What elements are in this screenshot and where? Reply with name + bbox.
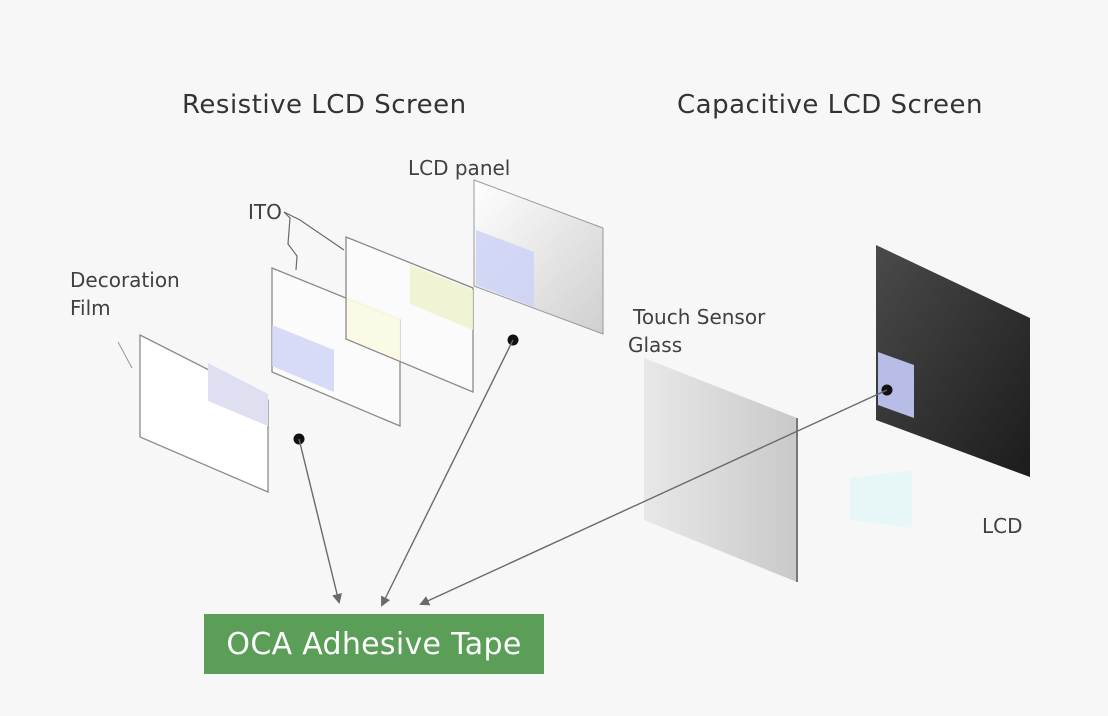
touch-sensor-glass-label: Touch Sensor Glass: [628, 303, 765, 359]
decoration-film-layer: [139, 333, 269, 493]
ito-leader-lines: [283, 211, 345, 271]
touch-sensor-glass-layer: [644, 358, 798, 582]
lcd-layer: [876, 245, 1030, 477]
lcd-panel-label: LCD panel: [408, 156, 511, 180]
adhesive-ghost: [850, 470, 912, 528]
touch-sensor-label-line2: Glass: [628, 333, 683, 357]
decoration-film-pointer: [117, 341, 133, 369]
decoration-film-label: Decoration Film: [70, 266, 180, 322]
lcd-label: LCD: [982, 514, 1023, 538]
oca-adhesive-tape-box: OCA Adhesive Tape: [204, 614, 544, 674]
decoration-film-label-line2: Film: [70, 296, 111, 320]
arrow-lcd-panel-to-oca: [381, 339, 514, 607]
oca-adhesive-tape-label: OCA Adhesive Tape: [226, 626, 522, 662]
lcd-panel-layer: [473, 179, 604, 335]
resistive-title: Resistive LCD Screen: [182, 90, 467, 120]
touch-sensor-label-line1: Touch Sensor: [633, 305, 766, 329]
decoration-film-label-line1: Decoration: [70, 268, 180, 292]
arrow-decoration-to-oca: [298, 438, 342, 604]
arrow-lcd-to-oca: [419, 389, 888, 606]
ito-layer-2: [345, 236, 474, 393]
capacitive-title: Capacitive LCD Screen: [677, 90, 983, 120]
ito-label: ITO: [248, 200, 282, 224]
oca-arrows: [298, 339, 888, 607]
